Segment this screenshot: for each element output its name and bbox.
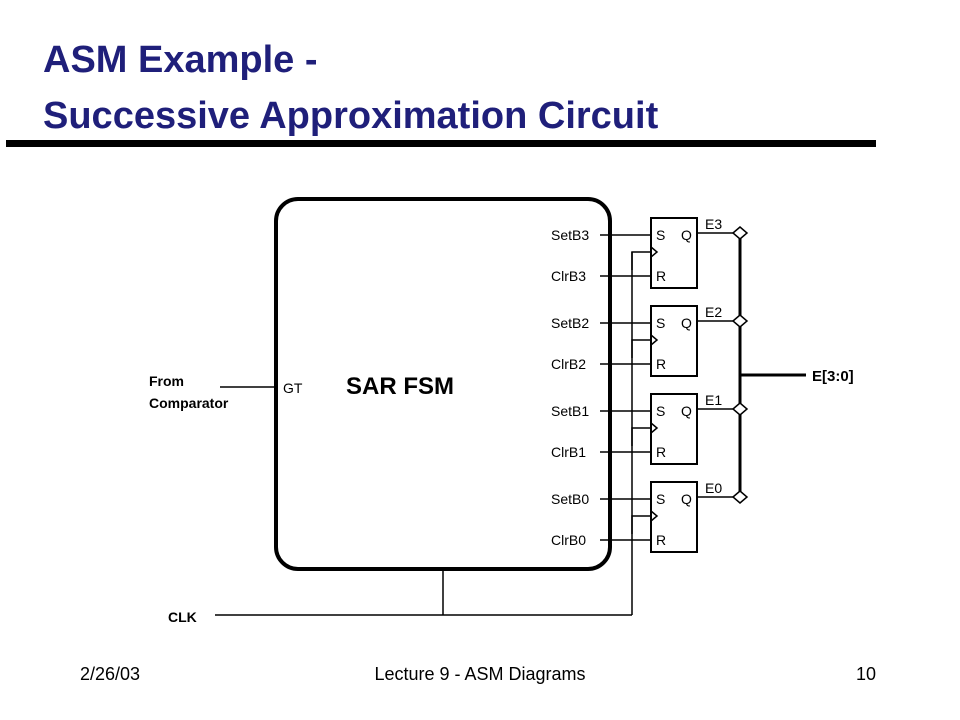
sr-flipflop-b1: [650, 393, 698, 465]
ff-clock-triangle: [650, 334, 659, 346]
sr-flipflop-b2: [650, 305, 698, 377]
bus-tap-diamond: [731, 490, 749, 504]
ff-pin-q: Q: [681, 227, 692, 243]
gt-port-label: GT: [283, 380, 303, 396]
set-signal-label: SetB1: [551, 403, 589, 419]
footer-lecture-title: Lecture 9 - ASM Diagrams: [374, 664, 586, 684]
ff-clock-triangle: [650, 510, 659, 522]
ff-pin-q: Q: [681, 491, 692, 507]
clock-stub: [631, 251, 651, 270]
ff-pin-r: R: [656, 268, 666, 284]
input-source-label-2: Comparator: [149, 395, 229, 411]
bus-tap-diamond: [731, 314, 749, 328]
clr-signal-label: ClrB3: [551, 268, 586, 284]
slide-title-line-1: ASM Example -: [43, 39, 318, 81]
bit-label: E3: [705, 216, 722, 232]
ff-pin-r: R: [656, 356, 666, 372]
bit-label: E1: [705, 392, 722, 408]
fsm-label: SAR FSM: [346, 373, 454, 400]
ff-pin-s: S: [656, 403, 665, 419]
clock-label: CLK: [168, 609, 197, 625]
bus-tap-diamond: [731, 226, 749, 240]
clr-signal-label: ClrB2: [551, 356, 586, 372]
clock-stub: [631, 427, 651, 446]
ff-pin-q: Q: [681, 403, 692, 419]
ff-pin-s: S: [656, 491, 665, 507]
bus-tap-diamond: [731, 402, 749, 416]
clock-stub: [631, 515, 651, 534]
set-signal-label: SetB2: [551, 315, 589, 331]
bus-label: E[3:0]: [812, 368, 854, 385]
ff-pin-s: S: [656, 227, 665, 243]
footer-date: 2/26/03: [80, 664, 141, 684]
sr-flipflop-b3: [650, 217, 698, 289]
ff-clock-triangle: [650, 246, 659, 258]
input-source-label-1: From: [149, 373, 184, 389]
set-signal-label: SetB0: [551, 491, 589, 507]
sr-flipflop-b0: [650, 481, 698, 553]
clock-stub: [631, 339, 651, 358]
ff-pin-r: R: [656, 532, 666, 548]
ff-pin-r: R: [656, 444, 666, 460]
footer-page-number: 10: [856, 664, 877, 684]
ff-pin-s: S: [656, 315, 665, 331]
slide-title-line-2: Successive Approximation Circuit: [43, 95, 659, 137]
bit-label: E0: [705, 480, 722, 496]
title-divider: [6, 140, 876, 147]
ff-clock-triangle: [650, 422, 659, 434]
clr-signal-label: ClrB1: [551, 444, 586, 460]
ff-pin-q: Q: [681, 315, 692, 331]
clr-signal-label: ClrB0: [551, 532, 586, 548]
set-signal-label: SetB3: [551, 227, 589, 243]
bit-label: E2: [705, 304, 722, 320]
